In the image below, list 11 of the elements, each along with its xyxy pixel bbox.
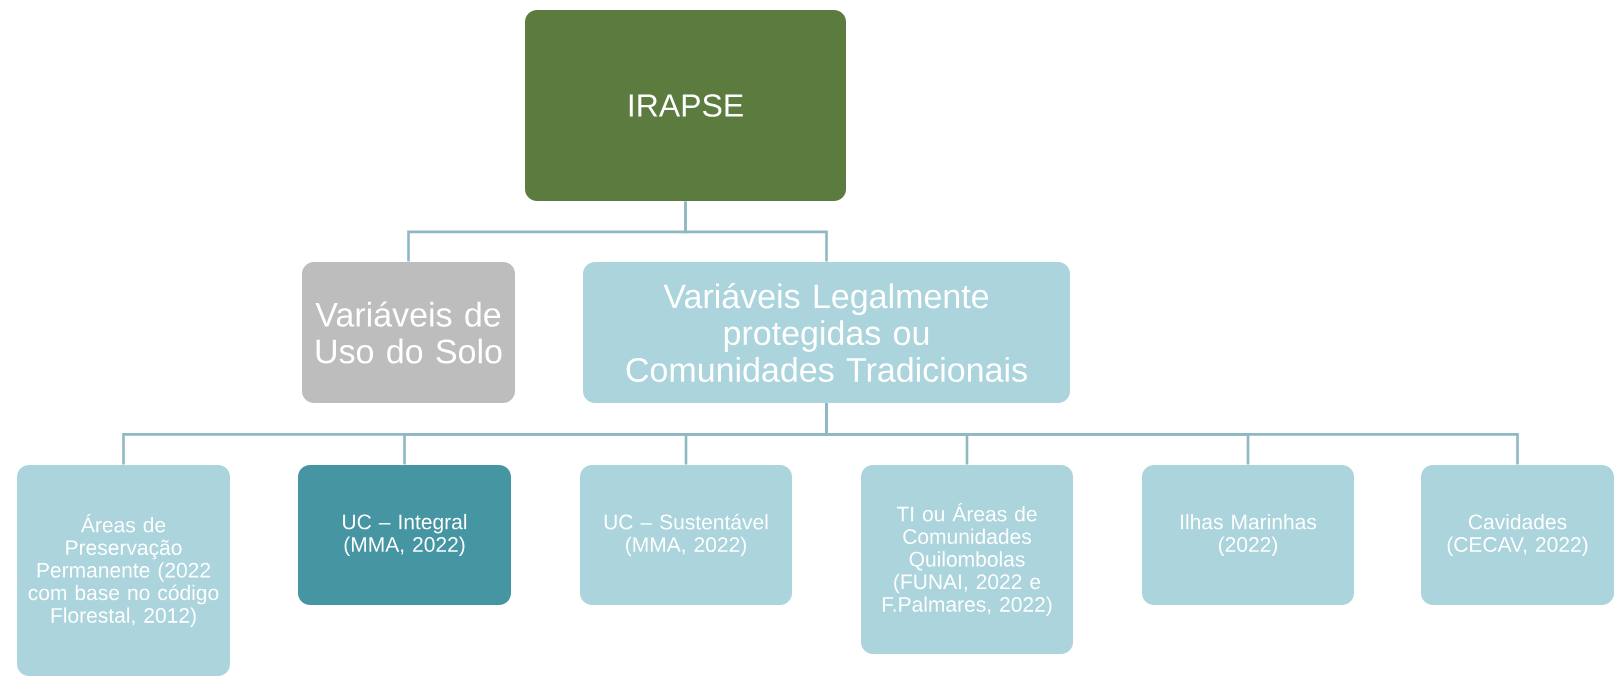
category-box: Variáveis Legalmente protegidas ou Comunidades Tradicionais (583, 262, 1070, 403)
source-box: Ilhas Marinhas (2022) (1142, 465, 1354, 605)
source-box: Áreas de Preservação Permanente (2022 com base no código Florestal, 2012) (17, 465, 230, 676)
source-box: UC – Sustentável (MMA, 2022) (580, 465, 792, 605)
connector-line (684, 201, 828, 262)
category-box: Variáveis de Uso do Solo (302, 262, 515, 403)
source-box: UC – Integral (MMA, 2022) (298, 465, 511, 605)
source-box: Cavidades (CECAV, 2022) (1421, 465, 1614, 605)
root-box: IRAPSE (525, 10, 846, 201)
connector-line (825, 403, 1519, 465)
source-box: TI ou Áreas de Comunidades Quilombolas (FUNAI, 2022 e F.Palmares, 2022) (861, 465, 1073, 654)
